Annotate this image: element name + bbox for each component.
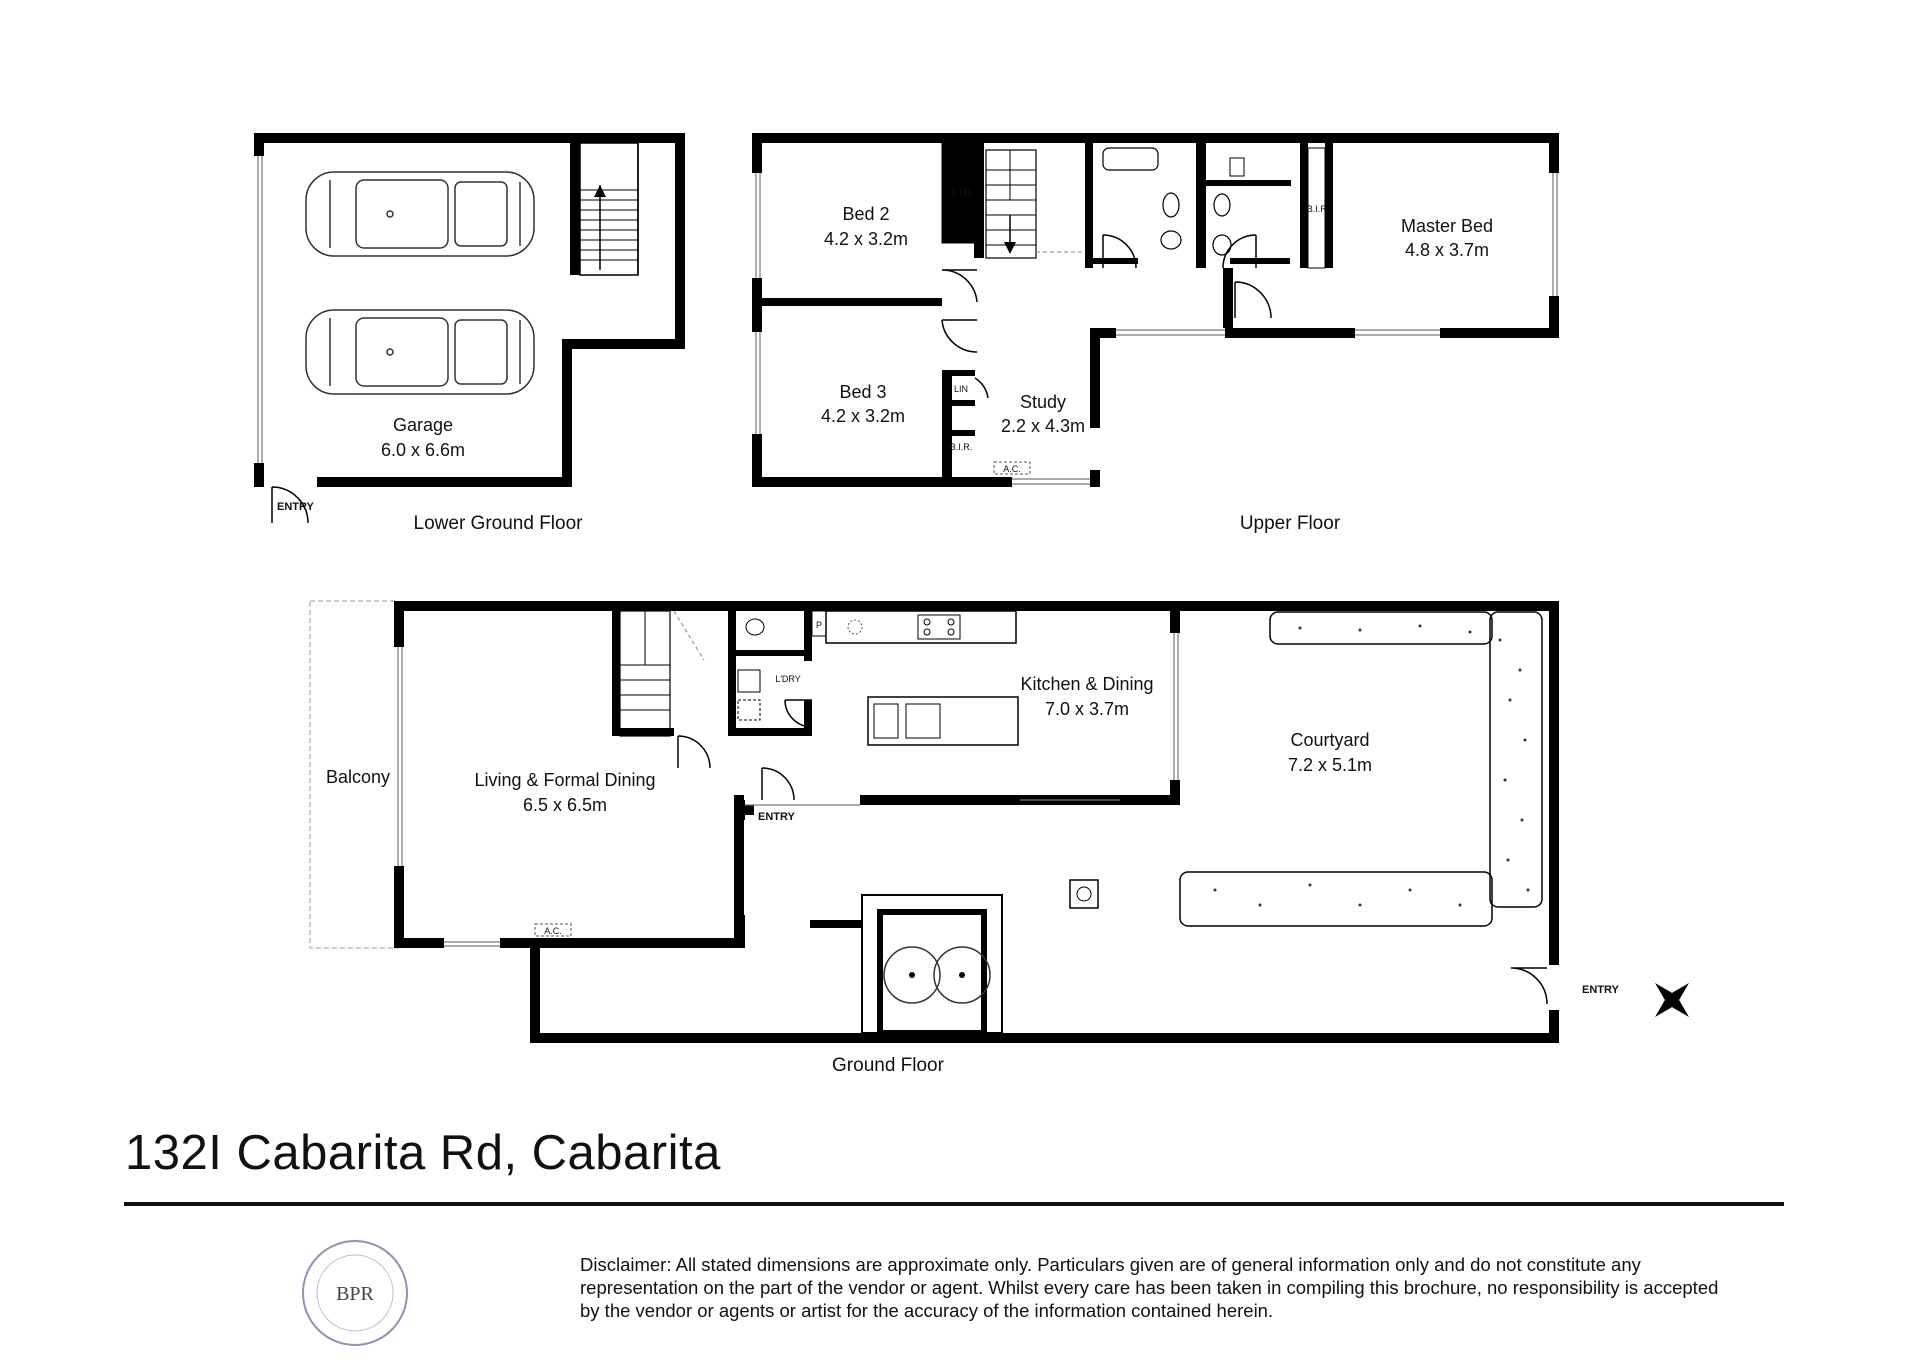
car-icon	[305, 309, 535, 395]
bed2-bir-label: B.I.R.	[951, 188, 974, 198]
balcony-name: Balcony	[326, 767, 390, 787]
upper-floor: B.I.R. A.C. B.I.R. LIN B.I.R. Bed 2 4.2 …	[752, 133, 1559, 534]
lower-ground-floor-label: Lower Ground Floor	[414, 513, 584, 534]
disclaimer-text: Disclaimer: All stated dimensions are ap…	[580, 1254, 1719, 1321]
living-size: 6.5 x 6.5m	[523, 795, 607, 815]
bed3-size: 4.2 x 3.2m	[821, 406, 905, 426]
living-ac-label: A.C.	[544, 926, 562, 936]
courtyard-name: Courtyard	[1290, 730, 1369, 750]
linen-label: LIN	[954, 384, 968, 394]
study-ac-label: A.C.	[1003, 464, 1021, 474]
courtyard-entry-label: ENTRY	[1582, 984, 1620, 996]
kitchen-size: 7.0 x 3.7m	[1045, 699, 1129, 719]
logo-text: BPR	[336, 1283, 374, 1305]
bed3-bir-label: B.I.R.	[950, 442, 973, 452]
lower-ground-floor: ENTRY Garage 6.0 x 6.6m Lower Ground Flo…	[254, 133, 685, 534]
master-bed-size: 4.8 x 3.7m	[1405, 240, 1489, 260]
property-address: 132I Cabarita Rd, Cabarita	[125, 1126, 721, 1180]
master-bed-name: Master Bed	[1401, 216, 1493, 236]
agency-logo: BPR	[302, 1240, 408, 1346]
bed3-name: Bed 3	[839, 382, 886, 402]
bed2-size: 4.2 x 3.2m	[824, 229, 908, 249]
bed2-name: Bed 2	[842, 204, 889, 224]
north-arrow-icon	[1655, 983, 1689, 1017]
car-icon	[305, 171, 535, 257]
garage-size: 6.0 x 6.6m	[381, 440, 465, 460]
study-size: 2.2 x 4.3m	[1001, 416, 1085, 436]
courtyard-size: 7.2 x 5.1m	[1288, 755, 1372, 775]
kitchen-name: Kitchen & Dining	[1020, 674, 1153, 694]
ground-floor-label: Ground Floor	[832, 1055, 945, 1076]
pantry-label: P	[816, 620, 822, 630]
garage-entry-label: ENTRY	[277, 501, 315, 513]
garage-name: Garage	[393, 415, 453, 435]
upper-floor-label: Upper Floor	[1240, 513, 1341, 534]
laundry-label: L'DRY	[775, 674, 801, 684]
living-name: Living & Formal Dining	[474, 770, 655, 790]
divider	[124, 1202, 1784, 1206]
master-bir-label: B.I.R.	[1307, 204, 1330, 214]
study-name: Study	[1020, 392, 1066, 412]
ground-floor: Balcony A.C.	[309, 600, 1689, 1076]
ground-entry-label: ENTRY	[758, 811, 796, 823]
